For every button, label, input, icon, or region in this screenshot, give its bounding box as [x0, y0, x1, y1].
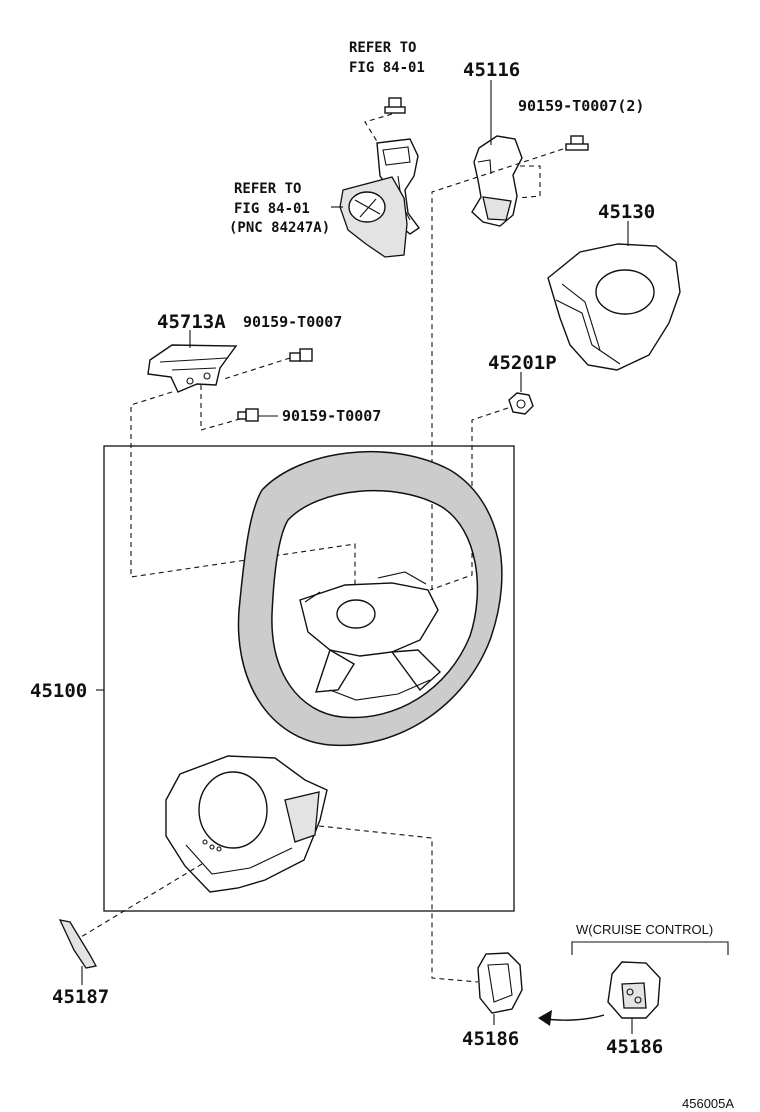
assembly-45100-frame	[103, 445, 515, 912]
refer-top-line1-label: REFER TO	[349, 40, 416, 56]
trim-45187-part	[58, 919, 97, 969]
steering-pad-component	[339, 176, 408, 258]
cover-45116-part	[471, 135, 523, 227]
screw-top-center	[384, 97, 406, 114]
cruise-control-note: W(CRUISE CONTROL)	[576, 922, 713, 937]
part-45187-label: 45187	[52, 986, 109, 1008]
diagram-id-label: 456005A	[682, 1096, 734, 1111]
cover-45186-part	[477, 952, 523, 1014]
part-90159-x2-label: 90159-T0007(2)	[518, 97, 644, 115]
part-45186-b-label: 45186	[606, 1036, 663, 1058]
part-90159-b-label: 90159-T0007	[282, 407, 381, 425]
part-45130-label: 45130	[598, 201, 655, 223]
refer-mid-line1-label: REFER TO	[234, 181, 301, 197]
steering-wheel-part	[237, 450, 503, 747]
part-45713A-label: 45713A	[157, 311, 226, 333]
arrowhead-icon	[538, 1010, 552, 1026]
part-90159-a-label: 90159-T0007	[243, 313, 342, 331]
part-45201P-label: 45201P	[488, 352, 557, 374]
cruise-control-bracket	[571, 941, 729, 955]
part-45116-label: 45116	[463, 59, 520, 81]
nut-45201P-part	[508, 392, 534, 415]
part-45100-label: 45100	[30, 680, 87, 702]
screw-90159-top	[565, 135, 589, 151]
part-45186-a-label: 45186	[462, 1028, 519, 1050]
screw-90159-lower	[237, 408, 259, 422]
screw-90159-mid	[289, 348, 313, 362]
cruise-switch-45186-part	[607, 961, 661, 1019]
switch-45713A-part	[147, 344, 238, 393]
refer-top-line2-label: FIG 84-01	[349, 60, 425, 76]
refer-mid-line3-label: (PNC 84247A)	[229, 220, 330, 236]
airbag-45130-part	[547, 243, 681, 371]
refer-mid-line2-label: FIG 84-01	[234, 201, 310, 217]
spoke-cover-part	[165, 755, 328, 893]
